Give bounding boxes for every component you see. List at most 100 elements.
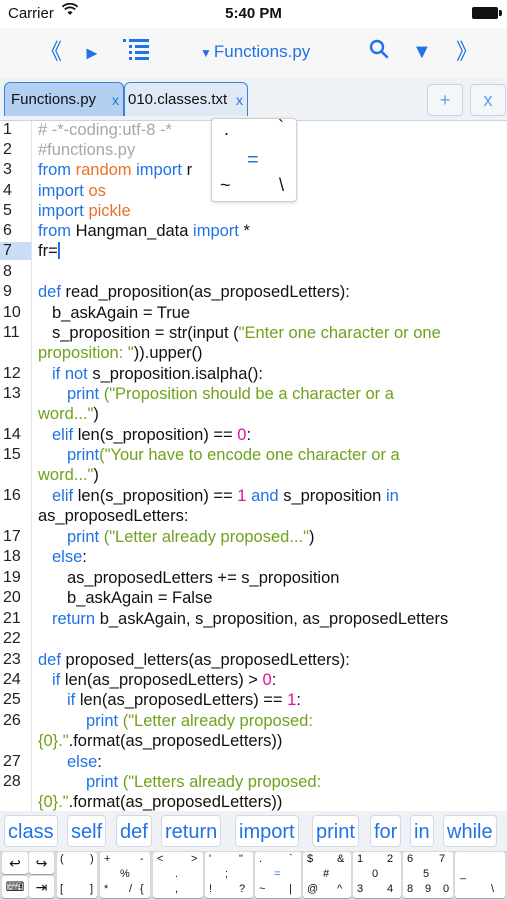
keyword: import [38,202,84,220]
key-char: # [323,868,330,880]
string-literal: word..." [38,466,94,484]
code-line: import pickle [38,202,131,221]
key-char: 2 [387,853,394,865]
number-literal: 0 [237,426,247,444]
comment-text: #functions.py [38,141,136,159]
suggestion-in[interactable]: in [410,815,434,847]
keyword: from [38,161,71,179]
string-literal: proposition: " [38,344,134,362]
run-icon[interactable]: ► [83,43,101,63]
suggestion-print[interactable]: print [312,815,359,847]
find-next-icon[interactable]: ▼ [412,41,432,63]
string-literal: {0}." [38,732,69,750]
line-number: 22 [3,630,21,647]
key-char: ) [90,853,94,865]
suggestion-while[interactable]: while [443,815,497,847]
string-literal: "Enter one character or one [238,324,441,342]
suggestion-for[interactable]: for [370,815,402,847]
symbol-key-underscore[interactable]: _ \ [455,852,505,898]
number-literal: 1 [237,487,247,505]
code-line: #functions.py [38,141,135,160]
comment-text: # -*-coding:utf-8 -* [38,121,172,139]
status-bar: Carrier 5:40 PM [0,0,507,28]
symbol-key-special[interactable]: $ & # @ ^ [303,852,351,898]
tab-classes-txt[interactable]: 010.classes.txt x [124,82,248,116]
close-tab-icon[interactable]: x [236,92,243,108]
line-number: 24 [3,671,21,688]
line-number: 10 [3,304,21,321]
key-char: % [120,868,130,880]
suggestion-def[interactable]: def [116,815,152,847]
code-text: r [186,161,193,179]
redo-icon[interactable]: ↪ [29,852,54,874]
key-char: ( [60,853,64,865]
number-key-group-2[interactable]: 6 7 5 8 9 0 [403,852,453,898]
line-number-gutter: 1 2 3 4 5 6 7 8 9 10 11 12 13 14 15 16 1… [0,121,32,811]
suggestion-self[interactable]: self [67,815,107,847]
tab-key-icon[interactable]: ⇥ [29,876,54,898]
key-char: ~ [259,883,266,895]
keyword: else [67,753,98,771]
suggestion-class[interactable]: class [4,815,58,847]
code-text: as_proposedLetters += s_proposition [67,569,340,587]
string-literal: ("Your have to encode one character or a [99,446,400,464]
line-number: 1 [3,121,12,138]
close-tab-icon[interactable]: x [112,92,119,108]
code-line: if not s_proposition.isalpha(): [52,365,263,384]
outline-icon[interactable] [123,38,149,67]
popup-char-key[interactable]: ~ [220,175,231,195]
popup-char-key[interactable]: . [224,119,230,139]
add-tab-button[interactable]: + [427,84,463,116]
line-number: 2 [3,141,12,158]
line-number: 13 [3,385,21,402]
keyword: else [52,548,83,566]
key-char: | [289,883,292,895]
key-char: { [140,883,144,895]
code-text: )).upper() [133,344,203,362]
number-literal: 1 [287,691,297,709]
popup-char-key[interactable]: ` [278,117,284,137]
file-title-dropdown[interactable]: ▼Functions.py [200,42,310,62]
key-char: 0 [443,883,450,895]
undo-icon[interactable]: ↩ [2,852,28,874]
keyword: from [38,222,71,240]
key-char: ' [209,853,212,865]
symbol-key-parens[interactable]: ( ) [ ] [57,852,97,898]
symbol-key-misc[interactable]: . ` = ~ | [255,852,301,898]
suggestion-return[interactable]: return [161,815,222,847]
key-char: [ [60,883,64,895]
code-text: .format(as_proposedLetters)) [68,732,283,750]
line-number: 14 [3,426,21,443]
search-icon[interactable] [369,38,389,66]
code-text: : [246,426,252,444]
close-all-button[interactable]: x [470,84,506,116]
key-char: / [129,883,133,895]
popup-char-key[interactable]: = [247,149,259,171]
symbol-key-compare[interactable]: < > . , [153,852,203,898]
code-text: : [271,671,277,689]
line-number: 15 [3,446,21,463]
file-title: Functions.py [213,42,311,61]
keyboard-icon[interactable]: ⌨ [2,876,28,898]
symbol-key-quotes[interactable]: ' " ; ! ? [205,852,253,898]
code-line-wrap: word...") [38,466,99,485]
code-line-wrap: proposition: ")).upper() [38,344,203,363]
character-picker-popup[interactable]: . ` = ~ \ [211,117,297,202]
symbol-key-ops[interactable]: + - % * / { [100,852,150,898]
code-editor[interactable]: 1 2 3 4 5 6 7 8 9 10 11 12 13 14 15 16 1… [0,121,507,811]
previous-icon[interactable]: 《 [40,39,63,64]
code-line: def read_proposition(as_proposedLetters)… [38,283,350,302]
code-text: b_askAgain = False [67,589,213,607]
key-char: 5 [423,868,430,880]
tab-functions-py[interactable]: Functions.py x [4,82,124,116]
key-char: ^ [337,883,343,895]
keyword: and [251,487,279,505]
line-number: 27 [3,753,21,770]
code-text: : [296,691,301,709]
wifi-icon [61,2,79,21]
number-key-group-1[interactable]: 1 2 0 3 4 [353,852,401,898]
clock: 5:40 PM [225,5,282,22]
suggestion-import[interactable]: import [235,815,299,847]
next-icon[interactable]: 》 [456,39,479,64]
popup-char-key[interactable]: \ [279,175,285,195]
